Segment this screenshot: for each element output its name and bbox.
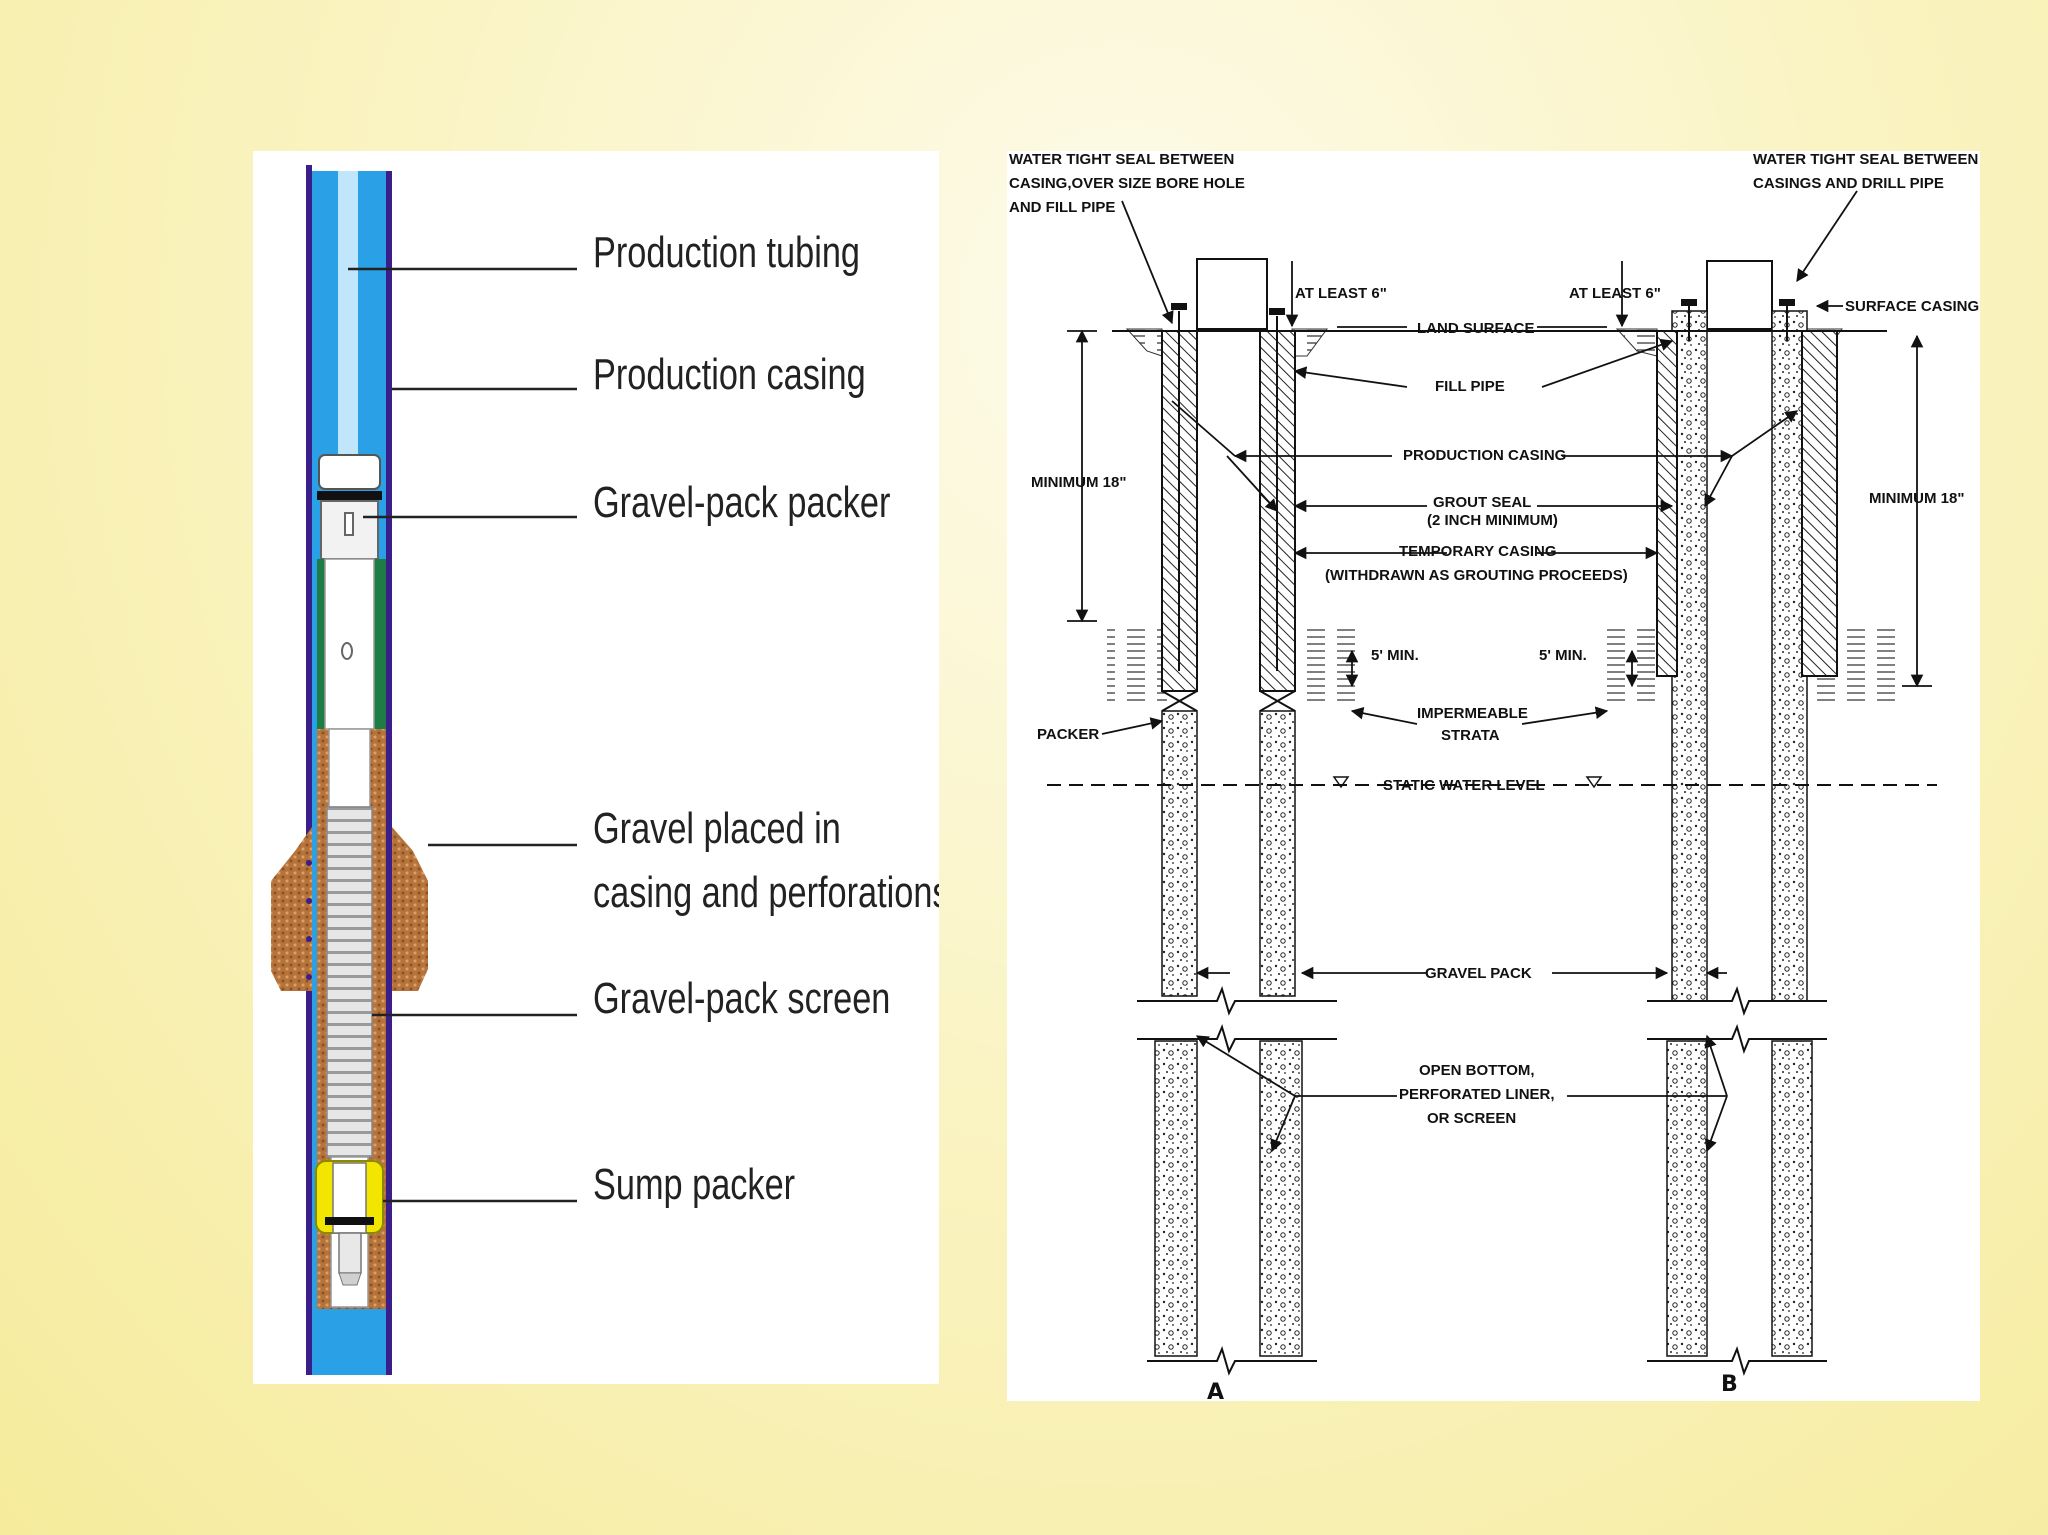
callout-static-water-level: STATIC WATER LEVEL: [1383, 777, 1545, 794]
water-level-marker-b: [1585, 776, 1603, 789]
gravel-pack-a-left-lower: [1154, 1040, 1198, 1357]
callout-grout-seal-line1: GROUT SEAL: [1433, 494, 1531, 511]
casing-wall-right: [386, 171, 392, 1375]
impermeable-strata-a-right: [1297, 626, 1357, 706]
callout-open-bottom-line3: OR SCREEN: [1427, 1110, 1516, 1127]
callout-minimum-b: MINIMUM 18": [1869, 490, 1964, 507]
callout-open-bottom-line2: PERFORATED LINER,: [1399, 1086, 1555, 1103]
callout-at-least-a: AT LEAST 6": [1295, 285, 1387, 302]
packer-a: [1161, 690, 1296, 712]
water-level-marker-a: [1332, 776, 1350, 789]
completion-schematic: Production tubing Production casing Grav…: [271, 165, 950, 1375]
gravel-pack-b-right-lower: [1771, 1040, 1813, 1357]
perforation-holes: [306, 860, 392, 980]
production-tubing: [338, 171, 358, 471]
dimension-lines: [1067, 261, 1932, 688]
callout-seal-a-line3: AND FILL PIPE: [1009, 199, 1115, 216]
sump-packer-ring: [325, 1217, 374, 1225]
callout-production-casing: PRODUCTION CASING: [1403, 447, 1566, 464]
blank-pipe: [328, 728, 371, 808]
well-b: [1607, 260, 1897, 1376]
gravel-pack-a-right-lower: [1259, 1040, 1303, 1357]
callout-at-least-b: AT LEAST 6": [1569, 285, 1661, 302]
gravel-pack-a-left-upper: [1161, 710, 1198, 997]
well-a: [1107, 258, 1357, 1376]
callout-seal-a-line1: WATER TIGHT SEAL BETWEEN: [1009, 151, 1234, 168]
callout-gravel-pack: GRAVEL PACK: [1425, 965, 1532, 982]
tail-pipe: [338, 1232, 362, 1274]
soil-surface-b-left: [1615, 328, 1658, 357]
drill-pipe-b: [1706, 260, 1773, 330]
callout-packer: PACKER: [1037, 726, 1099, 743]
panel-letter-b: B: [1721, 1372, 1738, 1397]
soil-surface-a-right: [1291, 328, 1328, 357]
grouting-schematic: WATER TIGHT SEAL BETWEEN CASING,OVER SIZ…: [1009, 151, 1979, 1405]
surface-casing-b-left: [1656, 330, 1678, 677]
casing-wall-left: [306, 165, 312, 1375]
gravel-in-perforations: [271, 827, 428, 991]
crossover-port: [341, 642, 353, 660]
callout-surface-casing: SURFACE CASING: [1845, 298, 1979, 315]
callout-five-min-a: 5' MIN.: [1371, 647, 1419, 664]
callout-leaders: [1101, 190, 1858, 1153]
panel-letter-a: A: [1207, 1380, 1224, 1401]
callout-seal-b-line1: WATER TIGHT SEAL BETWEEN: [1753, 151, 1978, 168]
label-gravel-placed-line2: casing and perforations: [593, 868, 939, 917]
callout-fill-pipe: FILL PIPE: [1435, 378, 1505, 395]
packer-body-top: [318, 454, 381, 490]
label-production-tubing: Production tubing: [593, 228, 860, 277]
callout-impermeable-line2: STRATA: [1441, 727, 1500, 744]
leader-lines: [348, 267, 577, 1203]
callout-temporary-casing-line1: TEMPORARY CASING: [1399, 543, 1557, 560]
callout-minimum-a: MINIMUM 18": [1031, 474, 1126, 491]
gravel-pack-b-left-lower: [1666, 1040, 1708, 1357]
callout-seal-a-line2: CASING,OVER SIZE BORE HOLE: [1009, 175, 1245, 192]
tail-pipe-tip: [338, 1272, 362, 1286]
callout-open-bottom-line1: OPEN BOTTOM,: [1419, 1062, 1535, 1079]
callout-seal-b-line2: CASINGS AND DRILL PIPE: [1753, 175, 1944, 192]
label-gravel-placed-line1: Gravel placed in: [593, 804, 841, 853]
surface-casing-b-right: [1801, 330, 1838, 677]
gravel-pack-screen: [326, 806, 373, 1158]
impermeable-strata-a-left: [1107, 626, 1167, 706]
label-production-casing: Production casing: [593, 350, 866, 399]
packer-slot: [344, 512, 354, 536]
callout-grout-seal-line2: (2 INCH MINIMUM): [1427, 512, 1558, 529]
label-gravel-pack-packer: Gravel-pack packer: [593, 478, 890, 527]
callout-impermeable-line1: IMPERMEABLE: [1417, 705, 1528, 722]
soil-surface-a-left: [1125, 328, 1163, 357]
label-gravel-pack-screen: Gravel-pack screen: [593, 974, 890, 1023]
label-sump-packer: Sump packer: [593, 1160, 795, 1209]
callout-temporary-casing-line2: (WITHDRAWN AS GROUTING PROCEEDS): [1325, 567, 1628, 584]
temporary-casing-a: [1196, 258, 1268, 330]
well-grouting-diagram: WATER TIGHT SEAL BETWEEN CASING,OVER SIZ…: [1007, 151, 1980, 1405]
packer-seal: [317, 491, 382, 500]
gravel-pack-completion-diagram: Production tubing Production casing Grav…: [253, 151, 950, 1384]
gravel-pack-a-right-upper: [1259, 710, 1296, 997]
callout-five-min-b: 5' MIN.: [1539, 647, 1587, 664]
callout-land-surface: LAND SURFACE: [1417, 320, 1535, 337]
